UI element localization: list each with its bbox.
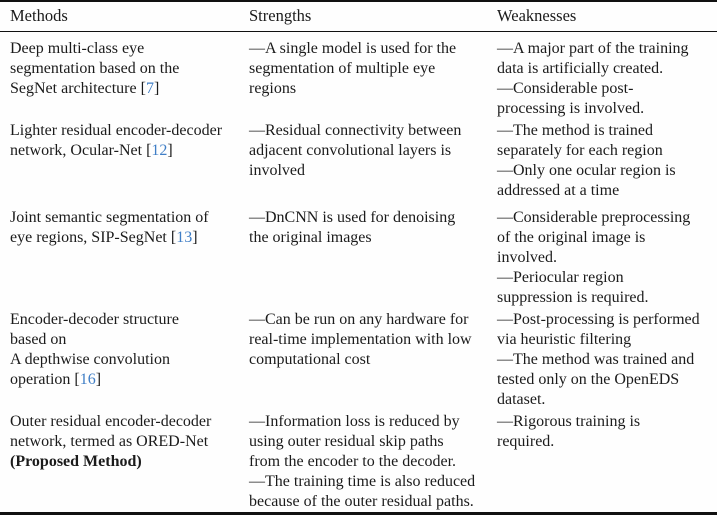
cell-text: —Post-processing is performed via heuris… [497, 311, 700, 408]
weaknesses-cell: —A major part of the training data is ar… [497, 32, 717, 122]
citation-link[interactable]: 16 [79, 371, 96, 388]
cell-text: —Can be run on any hardware for real-tim… [249, 311, 472, 368]
method-cell: Encoder-decoder structure based on A dep… [0, 310, 249, 412]
strengths-cell: —Information loss is reduced by using ou… [249, 412, 497, 514]
header-row: Methods Strengths Weaknesses [0, 1, 717, 32]
cell-text: Outer residual encoder-decoder network, … [10, 413, 212, 450]
method-cell: Outer residual encoder-decoder network, … [0, 412, 249, 514]
cell-text: —A single model is used for the segmenta… [249, 40, 457, 97]
table-row: Outer residual encoder-decoder network, … [0, 412, 717, 514]
column-header-methods: Methods [0, 1, 249, 32]
column-header-weaknesses: Weaknesses [497, 1, 717, 32]
cell-text: Encoder-decoder structure based on A dep… [10, 311, 179, 388]
table-row: Lighter residual encoder-decoder network… [0, 121, 717, 208]
cell-text: —DnCNN is used for denoising the origina… [249, 209, 456, 246]
strengths-cell: —DnCNN is used for denoising the origina… [249, 208, 497, 310]
cell-text: —Considerable preprocessing of the origi… [497, 209, 691, 306]
weaknesses-cell: —Considerable preprocessing of the origi… [497, 208, 717, 310]
table-row: Encoder-decoder structure based on A dep… [0, 310, 717, 412]
cell-text: Lighter residual encoder-decoder network… [10, 122, 223, 159]
strengths-cell: —Residual connectivity between adjacent … [249, 121, 497, 208]
strengths-cell: —A single model is used for the segmenta… [249, 32, 497, 122]
method-cell: Deep multi-class eye segmentation based … [0, 32, 249, 122]
strengths-cell: —Can be run on any hardware for real-tim… [249, 310, 497, 412]
table-row: Joint semantic segmentation of eye regio… [0, 208, 717, 310]
table-body: Deep multi-class eye segmentation based … [0, 32, 717, 514]
citation-link[interactable]: 13 [176, 229, 193, 246]
cell-text: —The method is trained separately for ea… [497, 122, 676, 199]
cell-text: —A major part of the training data is ar… [497, 40, 689, 117]
method-cell: Lighter residual encoder-decoder network… [0, 121, 249, 208]
proposed-method-label: (Proposed Method) [10, 453, 142, 470]
table-header: Methods Strengths Weaknesses [0, 1, 717, 32]
citation-link[interactable]: 12 [151, 142, 168, 159]
cell-text: Joint semantic segmentation of eye regio… [10, 209, 209, 246]
method-cell: Joint semantic segmentation of eye regio… [0, 208, 249, 310]
citation-link[interactable]: 7 [145, 80, 154, 97]
cell-text: —Rigorous training is required. [497, 413, 641, 450]
cell-text: ] [95, 371, 102, 388]
column-header-strengths: Strengths [249, 1, 497, 32]
table-row: Deep multi-class eye segmentation based … [0, 32, 717, 122]
cell-text: —Information loss is reduced by using ou… [249, 413, 476, 510]
cell-text: ] [192, 229, 198, 246]
weaknesses-cell: —Rigorous training is required. [497, 412, 717, 514]
cell-text: Deep multi-class eye segmentation based … [10, 40, 180, 97]
weaknesses-cell: —Post-processing is performed via heuris… [497, 310, 717, 412]
cell-text: ] [167, 142, 173, 159]
cell-text: —Residual connectivity between adjacent … [249, 122, 462, 179]
weaknesses-cell: —The method is trained separately for ea… [497, 121, 717, 208]
cell-text: ] [153, 80, 160, 97]
